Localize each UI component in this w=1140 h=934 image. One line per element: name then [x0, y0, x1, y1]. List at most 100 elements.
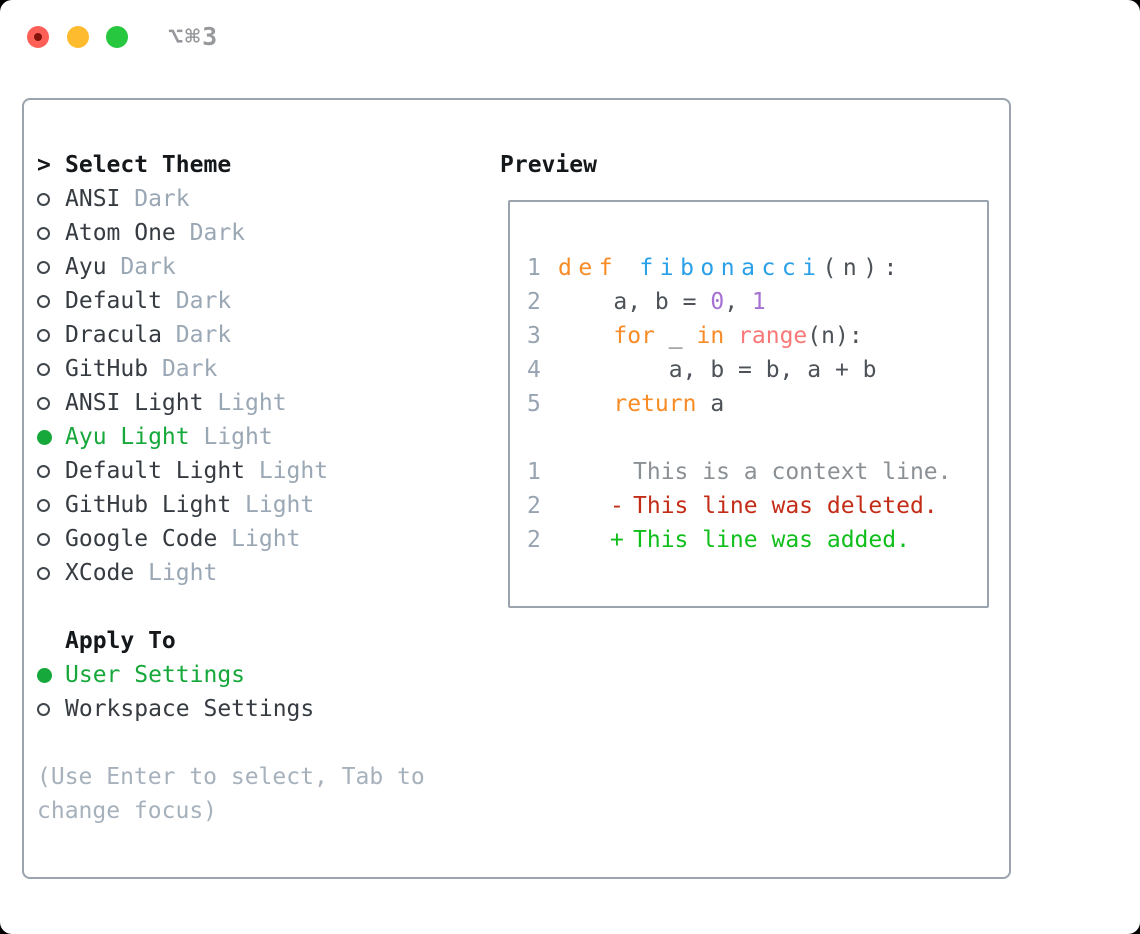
code-line: 3 for _ in range(n): — [527, 319, 987, 353]
radio-icon — [37, 328, 50, 342]
line-number: 2 — [527, 289, 541, 315]
close-dot-icon — [34, 33, 42, 41]
close-button[interactable] — [27, 26, 49, 48]
apply-to-header: Apply To — [65, 628, 176, 654]
code-line: 4 a, b = b, a + b — [527, 353, 987, 387]
theme-option-row[interactable]: GitHub Dark — [37, 352, 1009, 386]
selection-prompt-icon: > — [37, 152, 51, 178]
diff-line: 2 - This line was deleted. — [527, 489, 987, 523]
line-number: 3 — [527, 323, 541, 349]
radio-icon — [37, 464, 50, 478]
theme-list-header: Select Theme — [65, 152, 232, 178]
radio-icon — [37, 396, 50, 410]
theme-option-row[interactable]: Default Dark — [37, 284, 1009, 318]
theme-option-row[interactable]: Dracula Dark — [37, 318, 1009, 352]
line-number: 4 — [527, 357, 541, 383]
theme-option-row[interactable]: Default Light Light — [37, 454, 1009, 488]
theme-name: GitHub — [65, 356, 149, 382]
radio-icon — [37, 498, 50, 512]
line-number: 2 — [527, 493, 541, 519]
diff-text: This is a context line. — [633, 459, 952, 485]
radio-icon — [37, 226, 50, 240]
theme-variant-label: Light — [231, 492, 315, 518]
theme-variant-label: Dark — [120, 186, 190, 212]
theme-name: Default Light — [65, 458, 246, 484]
apply-to-header-row: Apply To — [37, 624, 1009, 658]
theme-list-column: > Select Theme ANSI Dark Atom One Dark A… — [37, 148, 1009, 828]
theme-name: Ayu — [65, 254, 107, 280]
preview-header: Preview — [500, 152, 597, 178]
theme-option-row[interactable]: Ayu Dark — [37, 250, 1009, 284]
radio-icon — [37, 260, 50, 274]
theme-name: ANSI — [65, 186, 121, 212]
code-line: 2 a, b = 0, 1 — [527, 285, 987, 319]
theme-list: ANSI Dark Atom One Dark Ayu Dark Default… — [37, 182, 1009, 590]
theme-list-header-row: > Select Theme — [37, 148, 1009, 182]
theme-name: Default — [65, 288, 162, 314]
theme-option-row[interactable]: Atom One Dark — [37, 216, 1009, 250]
preview-column: Preview 1 def fibonacci(n): 2 a, b = 0, … — [500, 148, 989, 608]
theme-picker-panel: > Select Theme ANSI Dark Atom One Dark A… — [22, 98, 1011, 879]
theme-option-row[interactable]: GitHub Light Light — [37, 488, 1009, 522]
diff-line: 2 + This line was added. — [527, 523, 987, 557]
theme-name: Dracula — [65, 322, 162, 348]
theme-variant-label: Dark — [161, 288, 232, 314]
theme-variant-label: Dark — [161, 322, 232, 348]
maximize-button[interactable] — [106, 26, 128, 48]
preview-box: 1 def fibonacci(n): 2 a, b = 0, 1 3 for … — [508, 200, 989, 608]
radio-icon — [37, 429, 52, 445]
titlebar: ⌥⌘3 — [0, 0, 1140, 74]
theme-option-row[interactable]: ANSI Dark — [37, 182, 1009, 216]
radio-icon — [37, 294, 50, 308]
code-preview: 1 def fibonacci(n): 2 a, b = 0, 1 3 for … — [527, 251, 987, 421]
theme-variant-label: Light — [134, 560, 218, 586]
diff-marker-icon: + — [610, 527, 624, 553]
window-title-shortcut: ⌥⌘3 — [168, 22, 220, 51]
theme-variant-label: Light — [189, 424, 273, 450]
theme-option-row[interactable]: Ayu Light Light — [37, 420, 1009, 454]
code-line: 5 return a — [527, 387, 987, 421]
code-text: def fibonacci(n): — [558, 255, 904, 281]
radio-icon — [37, 192, 50, 206]
radio-icon — [37, 667, 52, 683]
theme-variant-label: Light — [217, 526, 301, 552]
diff-marker-icon: - — [610, 493, 624, 519]
theme-option-row[interactable]: Google Code Light — [37, 522, 1009, 556]
line-number: 1 — [527, 459, 541, 485]
diff-text: This line was deleted. — [633, 493, 938, 519]
line-number: 2 — [527, 527, 541, 553]
code-text: a, b = 0, 1 — [558, 289, 766, 315]
apply-to-list: User Settings Workspace Settings — [37, 658, 1009, 726]
line-number: 5 — [527, 391, 541, 417]
radio-icon — [37, 362, 50, 376]
help-text: (Use Enter to select, Tab to change focu… — [37, 764, 425, 824]
theme-variant-label: Dark — [106, 254, 176, 280]
minimize-button[interactable] — [67, 26, 89, 48]
theme-name: Atom One — [65, 220, 176, 246]
diff-preview: 1 This is a context line. 2 - This line … — [527, 455, 987, 557]
theme-variant-label: Dark — [175, 220, 246, 246]
code-text: for _ in range(n): — [613, 323, 863, 349]
theme-name: GitHub Light — [65, 492, 232, 518]
theme-name: XCode — [65, 560, 135, 586]
code-text: return a — [613, 391, 725, 417]
code-text: a, b = b, a + b — [558, 357, 877, 383]
apply-option-row[interactable]: Workspace Settings — [37, 692, 1009, 726]
theme-name: Google Code — [65, 526, 218, 552]
theme-variant-label: Light — [245, 458, 329, 484]
theme-option-row[interactable]: XCode Light — [37, 556, 1009, 590]
diff-marker-icon — [610, 459, 633, 485]
theme-name: ANSI Light — [65, 390, 204, 416]
line-number: 1 — [527, 255, 541, 281]
theme-variant-label: Light — [203, 390, 287, 416]
radio-icon — [37, 566, 50, 580]
apply-option-name: User Settings — [65, 662, 246, 688]
diff-text: This line was added. — [633, 527, 910, 553]
apply-option-row[interactable]: User Settings — [37, 658, 1009, 692]
theme-name: Ayu Light — [65, 424, 190, 450]
theme-option-row[interactable]: ANSI Light Light — [37, 386, 1009, 420]
radio-icon — [37, 532, 50, 546]
apply-option-name: Workspace Settings — [65, 696, 315, 722]
radio-icon — [37, 702, 50, 716]
